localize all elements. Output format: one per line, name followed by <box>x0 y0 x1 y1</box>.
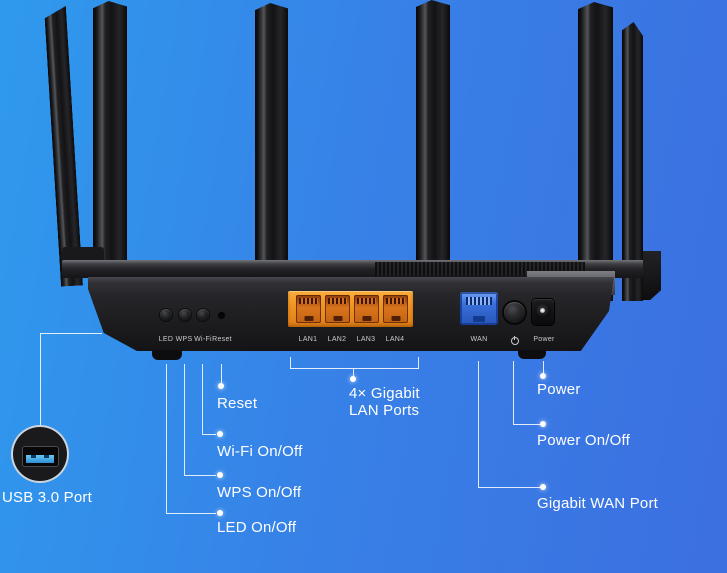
wifi-callout-label: Wi-Fi On/Off <box>217 443 303 460</box>
wan-callout-line-h <box>478 487 541 488</box>
led-callout-line-v <box>166 364 167 513</box>
antenna-3 <box>255 3 288 299</box>
lan1-label: LAN1 <box>298 336 318 343</box>
led-callout-label: LED On/Off <box>217 519 297 536</box>
wps-callout-label: WPS On/Off <box>217 484 302 501</box>
wifi-callout-line-v <box>202 364 203 434</box>
usb-callout-line-h <box>40 333 102 334</box>
lan2-label: LAN2 <box>327 336 347 343</box>
usb-port-socket <box>22 446 59 467</box>
wan-port <box>460 292 498 325</box>
power-button <box>504 302 525 323</box>
lan-port-block <box>288 291 413 327</box>
usb-port-tongue <box>26 455 54 463</box>
led-callout-dot <box>217 510 223 516</box>
router-shelf-lip <box>62 247 104 263</box>
wan-callout-line-v <box>478 361 479 487</box>
wan-callout-dot <box>540 484 546 490</box>
reset-callout-label: Reset <box>217 395 258 412</box>
led-button <box>160 309 172 321</box>
led-callout-line-h <box>166 513 216 514</box>
wifi-callout-line-h <box>202 434 216 435</box>
lan-port-4 <box>383 295 408 323</box>
lan4-label: LAN4 <box>385 336 405 343</box>
wifi-button-label: Wi-Fi <box>194 336 212 343</box>
power-callout-dot <box>540 373 546 379</box>
wan-callout-label: Gigabit WAN Port <box>537 495 659 512</box>
lan3-label: LAN3 <box>356 336 376 343</box>
lan-port-3 <box>354 295 379 323</box>
power-jack-pin <box>540 308 545 313</box>
wan-port-label: WAN <box>470 336 488 343</box>
router-foot-left <box>152 350 182 360</box>
antenna-1 <box>44 6 83 287</box>
power-jack <box>532 299 554 325</box>
lan-callout-label-line2: LAN Ports <box>349 402 420 419</box>
wps-callout-line-v <box>184 364 185 475</box>
wps-callout-dot <box>217 472 223 478</box>
wps-button <box>179 309 191 321</box>
lan-port-1 <box>296 295 321 323</box>
usb-port-illustration <box>11 425 69 483</box>
reset-callout-line <box>221 364 222 383</box>
power-jack-label: Power <box>533 336 555 343</box>
wifi-callout-dot <box>217 431 223 437</box>
lan-bracket-connector <box>353 368 354 377</box>
power-onoff-callout-dot <box>540 421 546 427</box>
lan-callout-label-line1: 4× Gigabit <box>349 385 420 402</box>
usb-callout-line-v <box>40 333 41 426</box>
antenna-4 <box>416 0 450 293</box>
usb-callout-label: USB 3.0 Port <box>2 489 92 506</box>
reset-pinhole <box>218 312 225 319</box>
lan-bracket-left-tick <box>290 357 291 369</box>
router-shelf-right-cap <box>643 251 661 300</box>
lan-callout-label: 4× Gigabit LAN Ports <box>349 385 420 419</box>
led-button-label: LED <box>158 336 174 343</box>
lan-callout-dot <box>350 376 356 382</box>
reset-callout-dot <box>218 383 224 389</box>
wps-button-label: WPS <box>175 336 193 343</box>
router-foot-right <box>518 350 546 359</box>
power-onoff-callout-line-v <box>513 361 514 424</box>
lan-bracket-right-tick <box>418 357 419 369</box>
antenna-6 <box>622 22 643 301</box>
power-callout-label: Power <box>537 381 581 398</box>
power-symbol-icon <box>511 336 519 345</box>
reset-label: Reset <box>212 336 232 343</box>
lan-port-2 <box>325 295 350 323</box>
wps-callout-line-h <box>184 475 216 476</box>
antenna-5 <box>578 2 613 301</box>
power-onoff-callout-line-h <box>513 424 541 425</box>
wifi-button <box>197 309 209 321</box>
power-callout-line <box>543 361 544 374</box>
lan-bracket-line <box>290 368 419 369</box>
power-onoff-callout-label: Power On/Off <box>537 432 630 449</box>
